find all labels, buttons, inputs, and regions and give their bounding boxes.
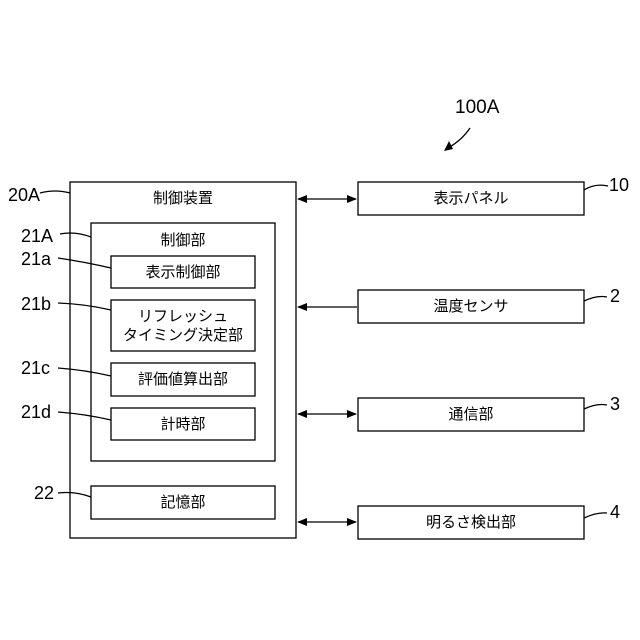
control-unit-ref-label: 21A [21, 227, 53, 245]
controller-ref-label: 20A [8, 186, 40, 204]
leader-4 [584, 513, 607, 518]
display-panel-ref-label: 10 [609, 176, 629, 194]
leader-2 [584, 297, 607, 302]
refresh-timing-label-line1: リフレッシュ [138, 307, 228, 326]
comm-ref-label: 3 [610, 395, 620, 413]
evaluation-label: 評価値算出部 [111, 363, 255, 396]
brightness-ref-label: 4 [610, 503, 620, 521]
refresh-timing-ref-label: 21b [21, 295, 51, 313]
display-control-ref-label: 21a [21, 250, 51, 268]
leader-21b [58, 303, 111, 310]
system-pointer-arrow [448, 128, 470, 148]
leader-21a [58, 258, 111, 268]
temp-sensor-label: 温度センサ [358, 290, 584, 323]
refresh-timing-label: リフレッシュ タイミング決定部 [111, 300, 255, 351]
timer-label: 計時部 [111, 408, 255, 440]
display-panel-label: 表示パネル [358, 182, 584, 215]
refresh-timing-label-line2: タイミング決定部 [123, 326, 243, 345]
leader-3 [584, 405, 607, 410]
temp-sensor-ref-label: 2 [610, 287, 620, 305]
leader-21d [58, 412, 111, 420]
timer-ref-label: 21d [21, 403, 51, 421]
leader-20A [40, 191, 70, 193]
leader-21c [58, 368, 111, 376]
controller-title: 制御装置 [70, 186, 296, 210]
comm-label: 通信部 [358, 398, 584, 431]
leader-10 [584, 185, 608, 190]
leader-22 [58, 493, 91, 498]
evaluation-ref-label: 21c [21, 359, 50, 377]
storage-ref-label: 22 [34, 484, 54, 502]
system-ref-label: 100A [455, 98, 499, 117]
leader-21A [60, 233, 91, 237]
brightness-label: 明るさ検出部 [358, 506, 584, 539]
control-unit-title: 制御部 [91, 228, 275, 252]
display-control-label: 表示制御部 [111, 256, 255, 288]
storage-label: 記憶部 [91, 486, 275, 519]
